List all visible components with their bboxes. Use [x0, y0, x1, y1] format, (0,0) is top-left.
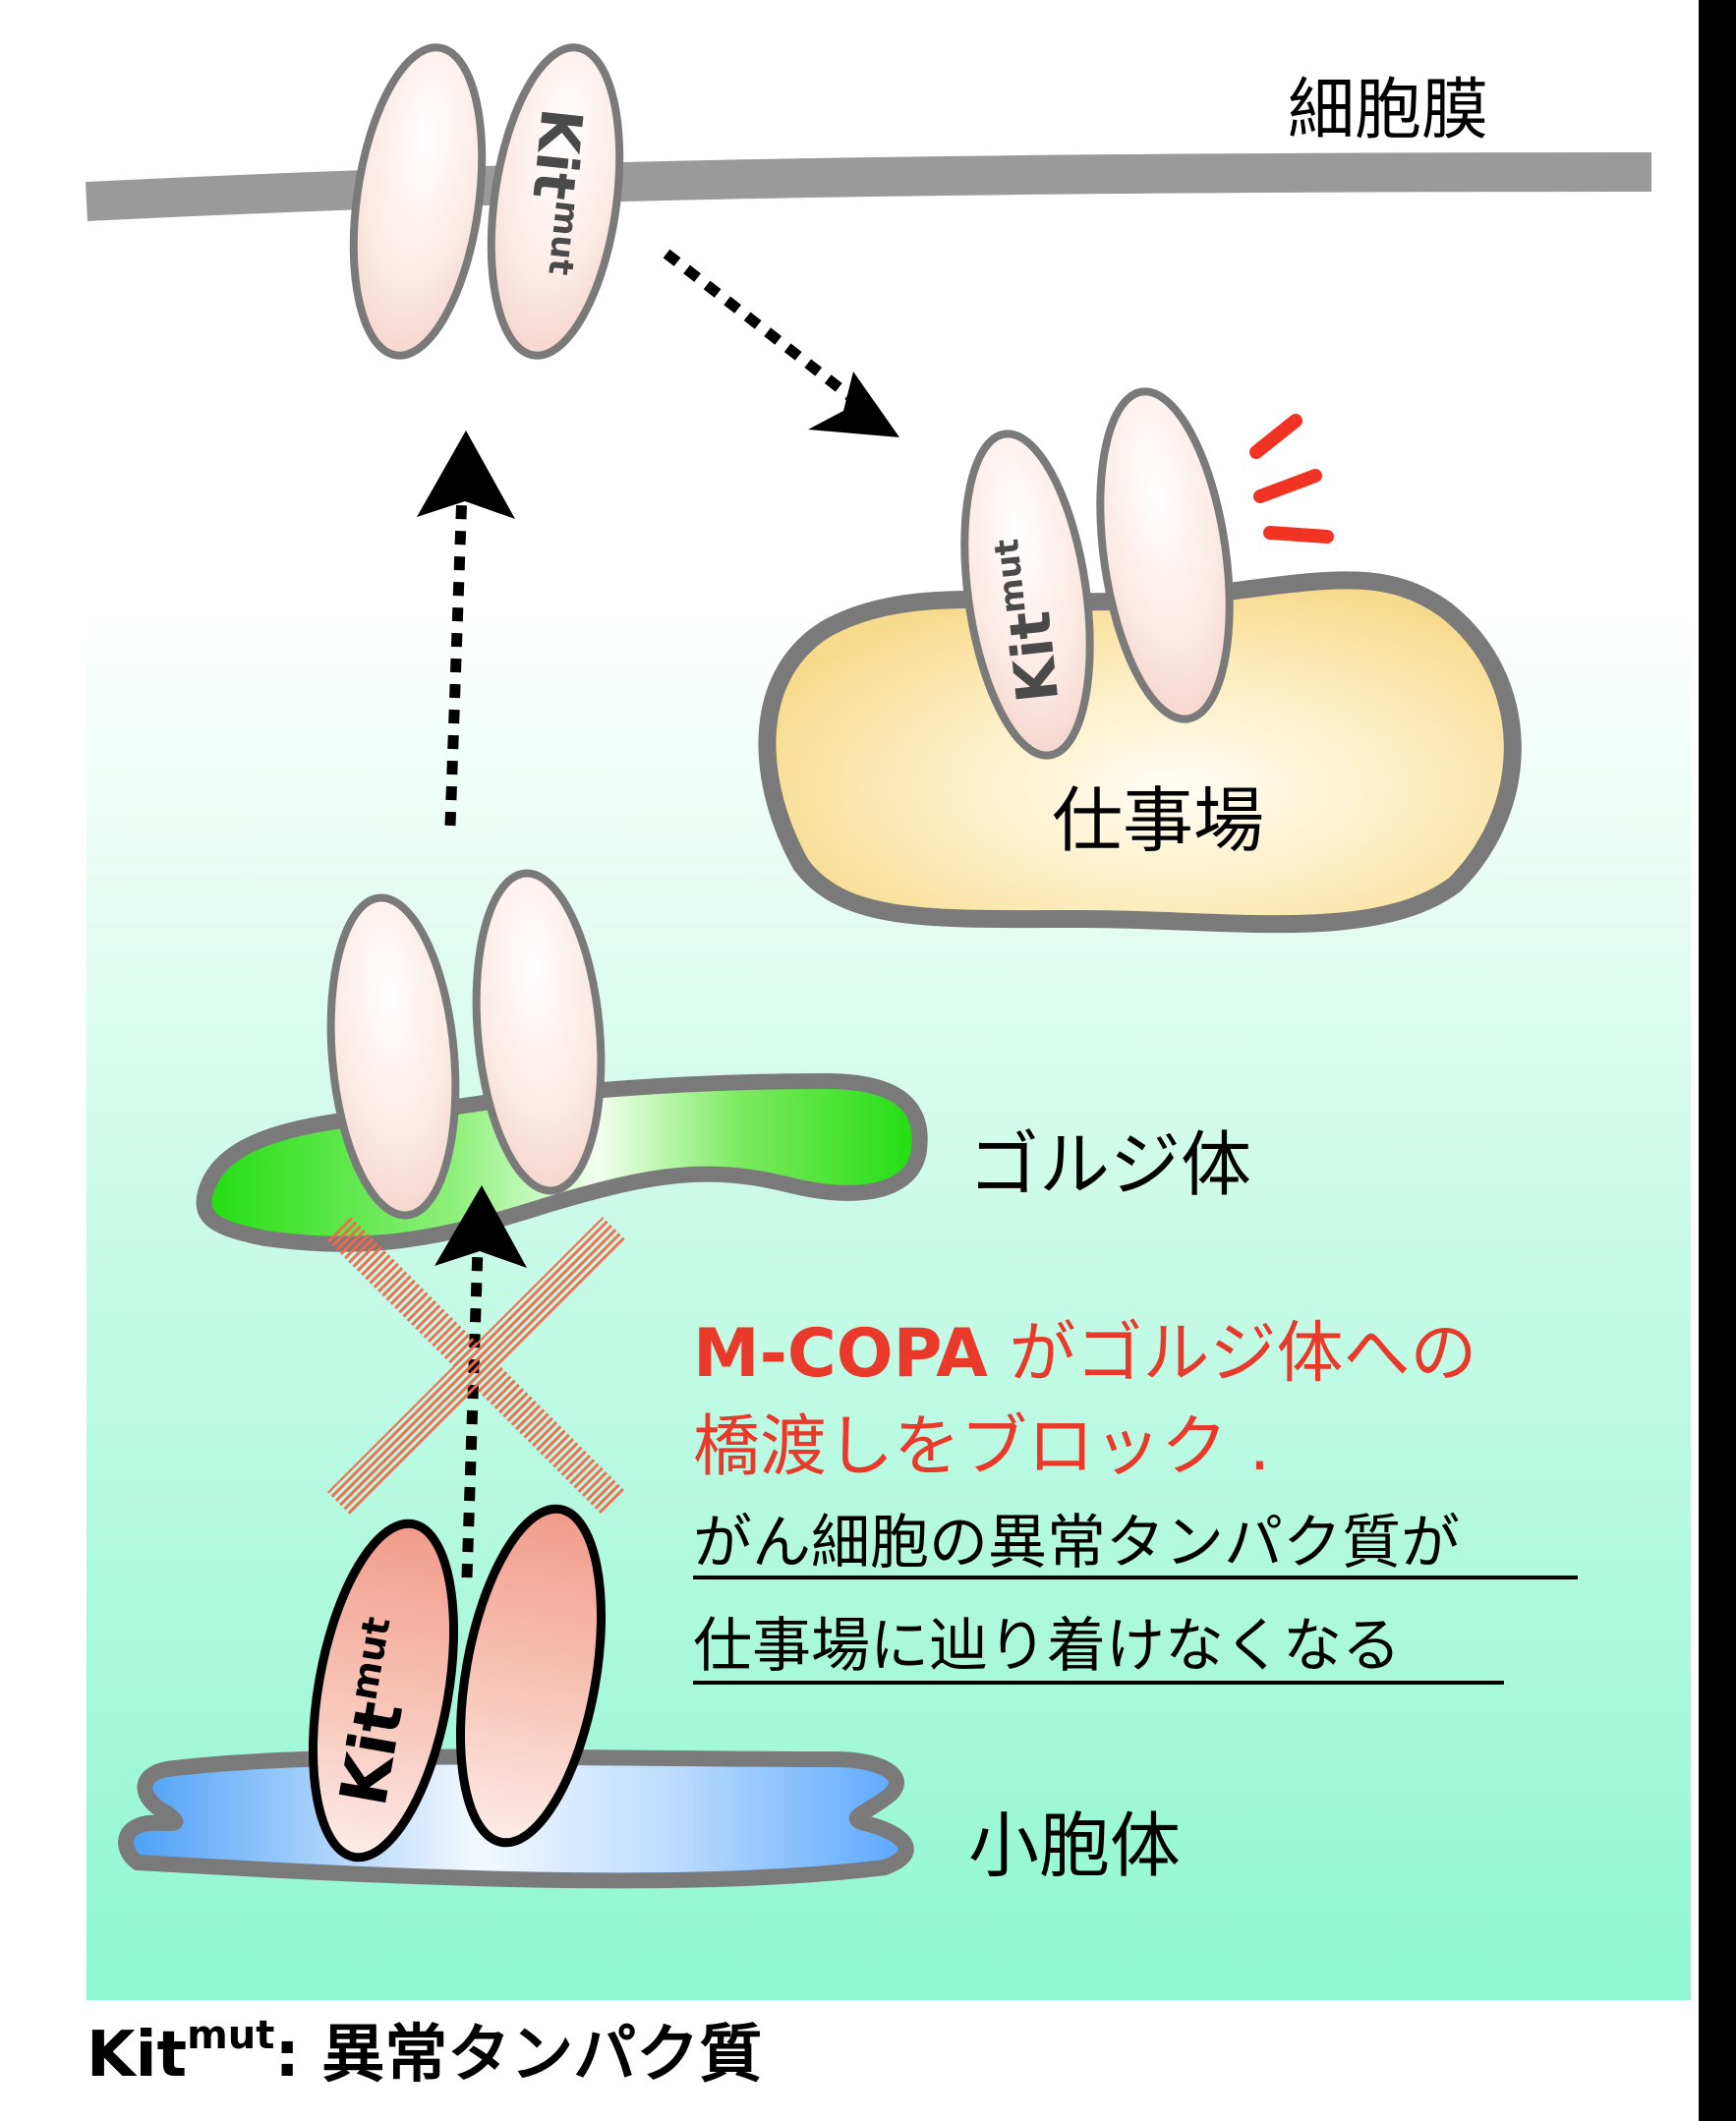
er-protein-pair: Kitmut — [308, 1504, 607, 1863]
kitmut-label-er: Kitmut — [323, 1614, 433, 1811]
arrow-golgi-to-membrane — [444, 490, 468, 827]
footer-legend: Kitmut: 異常タンパク質 — [87, 2013, 762, 2092]
block-x-mark — [326, 1216, 627, 1517]
membrane-label: 細胞膜 — [1288, 72, 1488, 149]
arrow-to-workplace — [663, 249, 869, 413]
arrow-head-membrane — [417, 430, 515, 519]
svg-text:Kitmut: Kitmut — [511, 105, 596, 277]
golgi-label: ゴルジ体 — [968, 1123, 1251, 1206]
golgi-protein-pair — [326, 869, 606, 1220]
arrow-er-to-golgi — [461, 1247, 484, 1578]
message-line2: 橋渡しをブロック . — [693, 1408, 1270, 1486]
footer-text: : 異常タンパク質 — [274, 2019, 762, 2092]
arrow-head-golgi — [434, 1185, 527, 1268]
message-line4: 仕事場に辿り着けなくなる — [693, 1612, 1401, 1681]
kitmut-label-top: Kitmut — [511, 105, 596, 277]
workplace-label: 仕事場 — [1052, 779, 1264, 862]
svg-text:Kitmut: 異常タンパク質: Kitmut: 異常タンパク質 — [87, 2013, 762, 2092]
message-line1: M-COPA がゴルジ体への — [693, 1315, 1476, 1393]
svg-text:Kitmut: Kitmut — [987, 534, 1071, 706]
arrow-head-workplace — [808, 372, 899, 437]
er-label: 小胞体 — [968, 1805, 1181, 1887]
activity-marks — [1249, 414, 1334, 544]
kitmut-label-right: Kitmut — [987, 534, 1071, 706]
workplace-protein-pair: Kitmut — [960, 387, 1234, 760]
message-block: M-COPA がゴルジ体への 橋渡しをブロック . がん細胞の異常タンパク質が … — [693, 1315, 1578, 1685]
svg-text:Kitmut: Kitmut — [323, 1614, 433, 1811]
message-line3: がん細胞の異常タンパク質が — [693, 1509, 1460, 1577]
cell-membrane — [86, 152, 1652, 221]
membrane-protein-pair: Kitmut — [349, 43, 624, 360]
